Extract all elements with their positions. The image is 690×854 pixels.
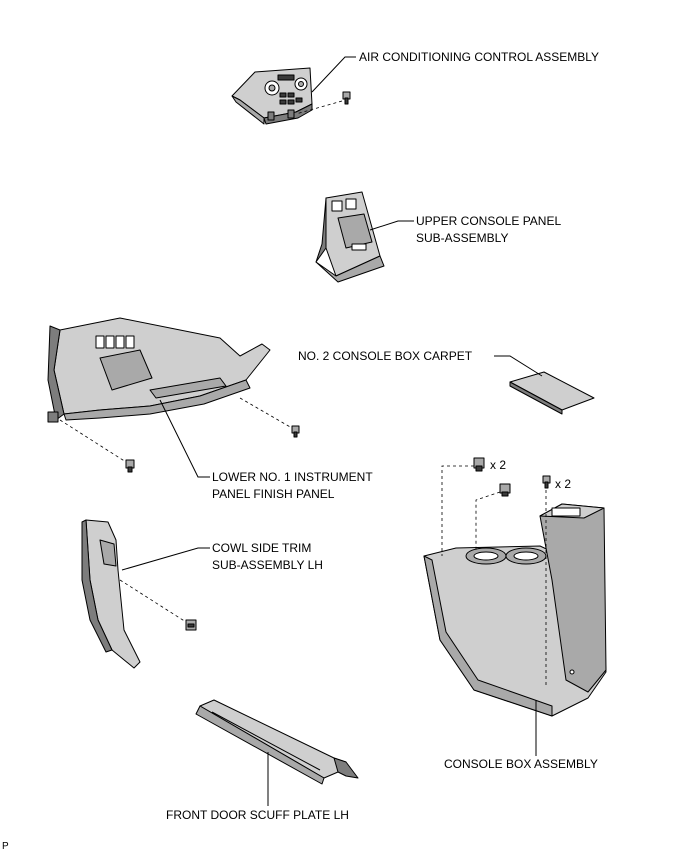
front-door-scuff-plate-lh (195, 699, 359, 785)
lower-screw-dash-left (59, 419, 127, 463)
label-lower-panel-line1: LOWER NO. 1 INSTRUMENT (212, 470, 373, 484)
cowl-side-trim-lh (81, 519, 141, 669)
ac-leader (311, 56, 356, 93)
cowl-clip (185, 619, 197, 631)
console-clip-lower (499, 483, 511, 497)
console-clip-upper (473, 457, 485, 472)
label-ac-control: AIR CONDITIONING CONTROL ASSEMBLY (359, 50, 600, 64)
lower-panel-screw-right (291, 425, 300, 438)
label-qty-screw: x 2 (555, 477, 572, 491)
label-scuff-plate: FRONT DOOR SCUFF PLATE LH (166, 808, 349, 822)
lower-no1-instrument-panel-finish-panel (47, 317, 271, 423)
lower-screw-dash-right (239, 397, 293, 429)
label-upper-console-line1: UPPER CONSOLE PANEL (416, 214, 562, 228)
lower-panel-leader (159, 399, 210, 478)
ac-control-screw (342, 91, 351, 105)
label-lower-panel-line2: PANEL FINISH PANEL (212, 487, 335, 501)
label-cowl-trim-line2: SUB-ASSEMBLY LH (212, 558, 323, 572)
cowl-clip-dash (119, 579, 187, 623)
upper-console-leader (369, 220, 414, 231)
label-console-box: CONSOLE BOX ASSEMBLY (444, 757, 598, 771)
console-clip-dash-2 (475, 491, 501, 552)
console-box-assembly (423, 503, 607, 717)
air-conditioning-control-assembly (231, 67, 313, 125)
console-screw (542, 475, 551, 489)
no2-console-box-carpet (509, 371, 595, 415)
console-clip-dash-1 (441, 465, 474, 556)
label-qty-clip: x 2 (490, 458, 507, 472)
label-cowl-trim-line1: COWL SIDE TRIM (212, 541, 312, 555)
carpet-leader (494, 355, 543, 377)
label-console-carpet: NO. 2 CONSOLE BOX CARPET (298, 349, 473, 363)
label-upper-console-line2: SUB-ASSEMBLY (416, 231, 509, 245)
lower-panel-screw-left (125, 459, 135, 473)
corner-code: P (2, 841, 9, 852)
ac-screw-dash (295, 100, 343, 115)
cowl-leader (121, 547, 210, 571)
upper-console-panel (315, 191, 385, 283)
